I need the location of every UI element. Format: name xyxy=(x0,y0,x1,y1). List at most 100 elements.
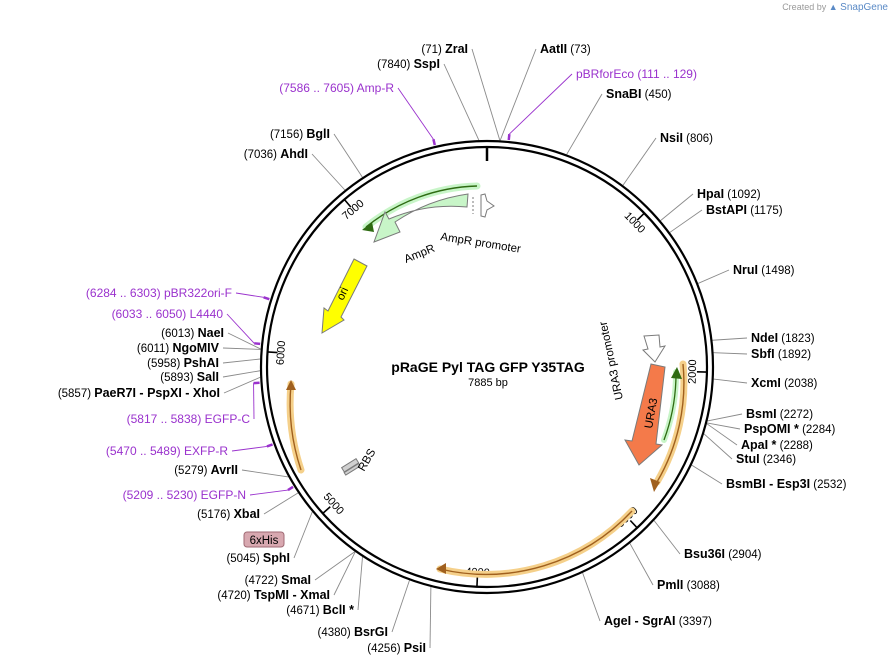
site-xcmi: XcmI (2038) xyxy=(751,376,818,390)
site-ahdi: (7036) AhdI xyxy=(244,147,308,161)
primer-leader-pbr322ori-f xyxy=(235,292,264,298)
ura3-arrow xyxy=(624,363,666,466)
site-position: (4380) xyxy=(318,627,351,639)
site-stui: StuI (2346) xyxy=(736,452,796,466)
site-position: (5893) xyxy=(160,372,193,384)
site-bsmbi-esp3i: BsmBI - Esp3I (2532) xyxy=(726,477,847,491)
site-name: BstAPI xyxy=(706,203,747,217)
leader-pmli xyxy=(629,543,654,586)
site-position: (7840) xyxy=(377,59,410,71)
site-naei: (6013) NaeI xyxy=(161,326,224,340)
leader-bsmi xyxy=(707,413,743,422)
site-name: BsmI xyxy=(746,407,777,421)
site-xbai: (5176) XbaI xyxy=(197,507,260,521)
ampr-promoter-label: AmpR promoter xyxy=(440,231,522,256)
ura3-label: URA3 xyxy=(643,397,660,429)
primer-first: pBRforEco xyxy=(576,67,634,81)
site-sphi: (5045) SphI xyxy=(226,551,290,565)
site-hpai: HpaI (1092) xyxy=(697,187,761,201)
site-name: NdeI xyxy=(751,331,778,345)
site-position: (3088) xyxy=(687,580,720,592)
leader-bgli xyxy=(333,133,363,178)
site-name: TspMI - XmaI xyxy=(254,588,330,602)
site-avrii: (5279) AvrII xyxy=(174,463,238,477)
primer-second: (111 .. 129) xyxy=(637,67,697,81)
primer-egfp-n: (5209 .. 5230) EGFP-N xyxy=(123,488,246,502)
orf-bottom-arrowhead xyxy=(436,563,446,574)
orf-ampr-inner-line xyxy=(365,185,478,228)
site-position: (1823) xyxy=(781,333,814,345)
leader-bstapi xyxy=(669,209,703,233)
plasmid-name: pRaGE Pyl TAG GFP Y35TAG xyxy=(391,359,585,375)
site-position: (7156) xyxy=(270,129,303,141)
rbs-marker-2 xyxy=(343,462,361,476)
primer-labels: pBRforEco (111 .. 129) (7586 .. 7605) Amp… xyxy=(86,67,697,502)
site-name: ApaI * xyxy=(741,438,777,452)
leader-aatii xyxy=(499,48,537,141)
site-name: HpaI xyxy=(697,187,724,201)
site-bsrgi: (4380) BsrGI xyxy=(318,625,389,639)
ura3-promoter-arrow xyxy=(641,334,667,363)
site-position: (4671) xyxy=(286,605,319,617)
leader-tspmi-xmai xyxy=(333,551,356,596)
site-bsmi: BsmI (2272) xyxy=(746,407,813,421)
site-position: (5176) xyxy=(197,509,230,521)
tick-mark-1000 xyxy=(636,212,645,221)
primer-second: EGFP-C xyxy=(205,412,251,426)
site-position: (2288) xyxy=(780,440,813,452)
site-position: (2904) xyxy=(728,549,761,561)
credit-brand: SnapGene xyxy=(840,2,888,13)
site-position: (6011) xyxy=(137,343,170,355)
site-ngomiv: (6011) NgoMIV xyxy=(137,341,220,355)
primer-leader-l4440 xyxy=(226,313,255,344)
site-ndei: NdeI (1823) xyxy=(751,331,815,345)
site-position: (4722) xyxy=(245,575,278,587)
site-name: BsrGI xyxy=(354,625,388,639)
tick-mark-3000 xyxy=(629,519,638,529)
site-name: PspOMI * xyxy=(744,422,799,436)
primer-first: (5817 .. 5838) xyxy=(127,412,202,426)
backbone-outer-ring xyxy=(259,139,715,595)
site-position: (2272) xyxy=(780,409,813,421)
site-position: (5279) xyxy=(174,465,207,477)
leader-sbfi xyxy=(713,352,748,355)
site-position: (2532) xyxy=(813,479,846,491)
site-position: (71) xyxy=(421,44,442,56)
site-zrai: (71) ZraI xyxy=(421,42,468,56)
site-nsii: NsiI (806) xyxy=(660,131,713,145)
feature-arrows xyxy=(321,193,667,476)
leader-snabi xyxy=(566,93,603,155)
label-leader-lines xyxy=(222,48,748,649)
site-position: (4720) xyxy=(217,590,250,602)
site-tspmi-xmai: (4720) TspMI - XmaI xyxy=(217,588,330,602)
site-name: PshAI xyxy=(184,356,219,370)
site-snabi: SnaBI (450) xyxy=(606,87,672,101)
site-pspomi: PspOMI * (2284) xyxy=(744,422,835,436)
primer-second: EGFP-N xyxy=(201,488,246,502)
primer-mark-egfp-n xyxy=(287,485,294,492)
site-position: (5857) xyxy=(58,388,91,400)
leader-sphi xyxy=(293,511,313,559)
site-position: (5958) xyxy=(147,358,180,370)
site-pshai: (5958) PshAI xyxy=(147,356,219,370)
primer-leader-amp-r xyxy=(397,87,434,140)
leader-ngomiv xyxy=(222,347,261,350)
tick-label-7000: 7000 xyxy=(340,198,366,223)
ori-label: ori xyxy=(335,286,351,303)
leader-paer7i-pspxi-xhoi xyxy=(223,376,261,394)
primer-first: (6033 .. 6050) xyxy=(112,307,187,321)
leader-pshai xyxy=(222,358,261,364)
leader-xbai xyxy=(263,492,299,515)
orf-bottom xyxy=(436,507,636,578)
leader-psii xyxy=(429,586,432,649)
site-position: (2284) xyxy=(802,424,835,436)
site-bgli: (7156) BglI xyxy=(270,127,330,141)
site-position: (7036) xyxy=(244,149,277,161)
ampr-label: AmpR xyxy=(403,243,437,266)
site-name: NruI xyxy=(733,263,758,277)
site-position: (3397) xyxy=(679,616,712,628)
leader-apai xyxy=(706,423,738,446)
primer-first: (7586 .. 7605) xyxy=(279,81,354,95)
ura3-promoter-label: URA3 promoter xyxy=(598,320,626,401)
site-name: SnaBI xyxy=(606,87,641,101)
